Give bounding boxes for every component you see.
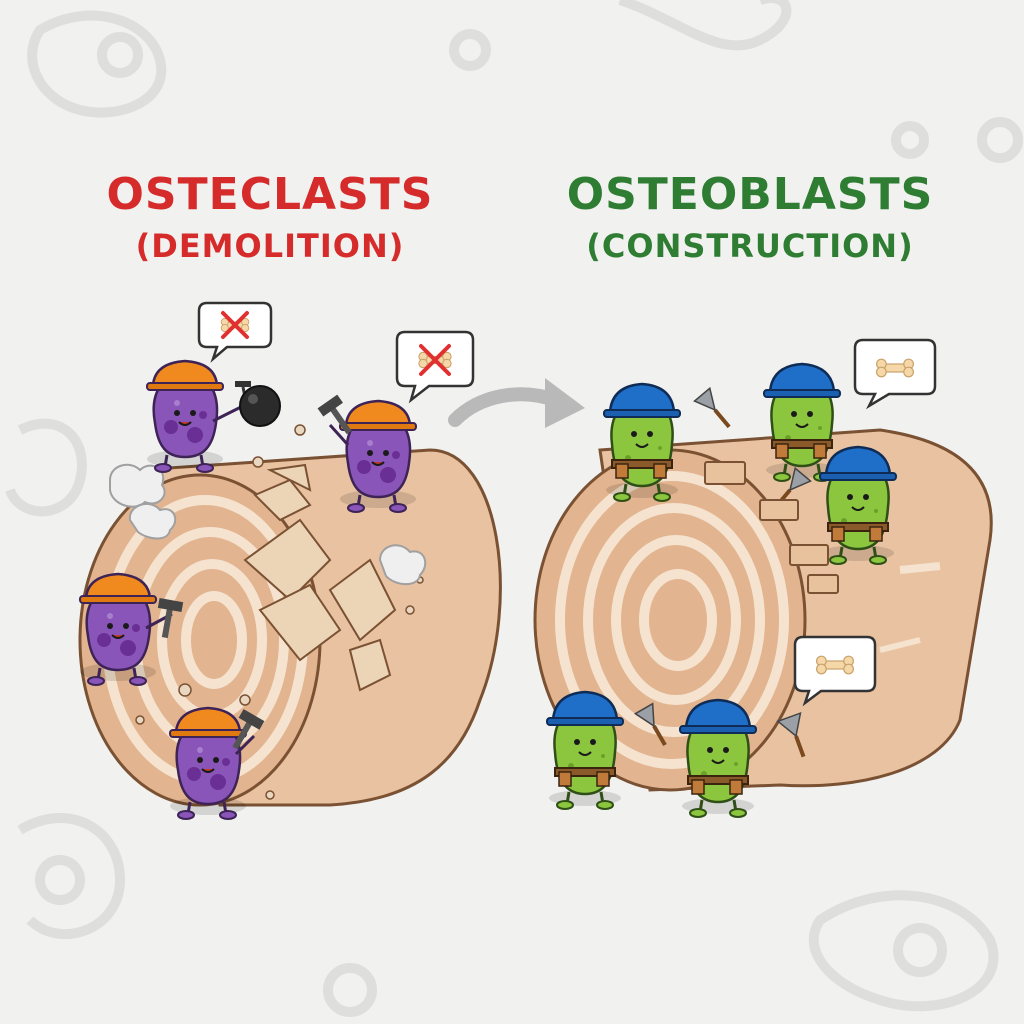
osteoblasts-subtitle: (CONSTRUCTION) (586, 227, 914, 265)
trowel-icon (693, 386, 731, 429)
osteoclast-wrecking-ball (145, 359, 251, 474)
trowel-icon (776, 711, 806, 758)
osteoclasts-title: OSTECLASTS (106, 169, 434, 220)
osteoblast-bottom-left (545, 690, 625, 811)
osteoblasts-title: OSTEOBLASTS (566, 169, 934, 220)
background-cell-doodles (5, 0, 1023, 1017)
no-bone-speech-bubble-icon (197, 301, 273, 363)
bone-speech-bubble-icon (853, 338, 937, 410)
osteoclast-bottom (168, 706, 256, 821)
hammer-icon (157, 598, 184, 639)
no-bone-speech-bubble-icon (395, 330, 475, 404)
trowel-icon (633, 702, 667, 747)
brick-icon (704, 461, 839, 594)
bone-speech-bubble-icon (793, 635, 877, 707)
curved-arrow-icon (448, 378, 585, 428)
osteoclast-top-right (328, 399, 418, 514)
osteoclasts-subtitle: (DEMOLITION) (135, 227, 405, 265)
hammer-icon (232, 709, 265, 750)
wrecking-ball-icon (239, 385, 281, 427)
osteoblast-bottom-right (678, 698, 758, 819)
hammer-icon (317, 394, 352, 435)
